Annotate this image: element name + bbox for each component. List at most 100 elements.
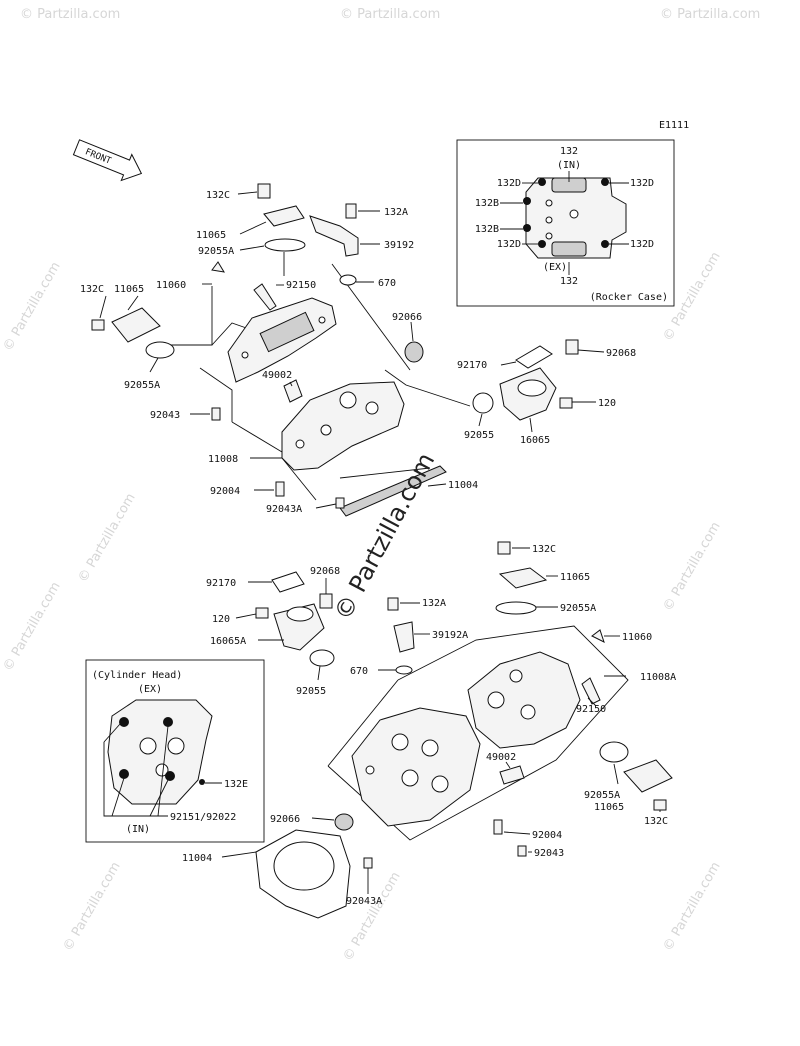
- seal-92066: [404, 341, 424, 363]
- callout-11065: 11065: [196, 230, 226, 241]
- callout-92004: 92004: [210, 486, 240, 497]
- cylinder-head-inset: (Cylinder Head) (EX) 132E 92151/92022 (I…: [85, 659, 265, 843]
- watermark: © Partzilla.com: [0, 580, 63, 674]
- callout-11060: 11060: [156, 280, 186, 291]
- lower-assembly: 132C 11065 92068 92170 132A 92055A 120 3…: [182, 541, 676, 919]
- callout-132e: 132E: [224, 779, 248, 790]
- callout-92150: 92150: [286, 280, 316, 291]
- clamp-92170: [271, 571, 305, 593]
- callout-11004: 11004: [182, 853, 212, 864]
- callout-92043a: 92043A: [346, 896, 382, 907]
- callout-132d: 132D: [630, 239, 654, 250]
- callout-11008: 11008: [208, 454, 238, 465]
- clamp-92170: [515, 345, 553, 369]
- callout-92170: 92170: [457, 360, 487, 371]
- callout-16065a: 16065A: [210, 636, 246, 647]
- rocker-in-label: (IN): [557, 160, 581, 171]
- watermark: © Partzilla.com: [60, 860, 123, 954]
- watermark: © Partzilla.com: [660, 250, 723, 344]
- callout-132a: 132A: [422, 598, 446, 609]
- callout-92066: 92066: [392, 312, 422, 323]
- sensor-49002: [283, 379, 303, 403]
- callout-92004: 92004: [532, 830, 562, 841]
- callout-670: 670: [378, 278, 396, 289]
- callout-49002: 49002: [486, 752, 516, 763]
- callout-132c: 132C: [80, 284, 104, 295]
- callout-132d: 132D: [497, 239, 521, 250]
- callout-132d: 132D: [630, 178, 654, 189]
- bolt-132c-side: [91, 319, 105, 331]
- watermark: © Partzilla.com: [20, 7, 120, 22]
- cap-11065-side: [111, 307, 161, 343]
- cap-92068: [565, 339, 579, 355]
- oring-92055a: [495, 601, 537, 615]
- watermark: © Partzilla.com: [660, 7, 760, 22]
- watermark: © Partzilla.com: [340, 870, 403, 964]
- rocker-case-inset: 132 (IN) 132D 132D 132B 132B 132D 132D (…: [456, 139, 675, 307]
- seal-92066: [334, 813, 354, 831]
- callout-132d: 132D: [497, 178, 521, 189]
- dowel-92043: [517, 845, 527, 857]
- callout-11065: 11065: [594, 802, 624, 813]
- cylinder-head-title: (Cylinder Head): [92, 670, 182, 681]
- cap-11065: [623, 759, 673, 793]
- cap-11065: [498, 567, 548, 589]
- pipe-39192: [309, 215, 359, 257]
- oring-92055a-side: [145, 341, 175, 359]
- watermark: © Partzilla.com: [75, 491, 138, 585]
- callout-92055a: 92055A: [198, 246, 234, 257]
- callout-16065: 16065: [520, 435, 550, 446]
- watermark: © Partzilla.com: [660, 860, 723, 954]
- bolt-92150: [581, 677, 601, 705]
- callout-120: 120: [598, 398, 616, 409]
- callout-92055a: 92055A: [584, 790, 620, 801]
- cap-92068: [319, 593, 333, 609]
- upper-assembly: 132C 11065 92055A 11060 92150 132A 39192…: [80, 183, 636, 517]
- callout-132-bottom: 132: [560, 276, 578, 287]
- dowel-92043: [211, 407, 221, 421]
- bolt-132c: [497, 541, 511, 555]
- bolt-92150: [253, 283, 277, 311]
- oring-670: [395, 665, 413, 675]
- diagram-code: E1111: [659, 120, 689, 131]
- callout-39192a: 39192A: [432, 630, 468, 641]
- callout-132-top: 132: [560, 146, 578, 157]
- stud-92004: [493, 819, 503, 835]
- callout-11004: 11004: [448, 480, 478, 491]
- watermark: © Partzilla.com: [340, 7, 440, 22]
- rocker-ex-label: (EX): [543, 262, 567, 273]
- sensor-49002: [499, 765, 525, 785]
- callout-132b: 132B: [475, 224, 499, 235]
- callout-92068: 92068: [310, 566, 340, 577]
- bolt-132c: [653, 799, 667, 811]
- bolt-120: [559, 397, 573, 409]
- pin-11060: [591, 629, 605, 643]
- watermark: © Partzilla.com: [660, 520, 723, 614]
- callout-49002: 49002: [262, 370, 292, 381]
- callout-132c: 132C: [644, 816, 668, 827]
- callout-11065: 11065: [114, 284, 144, 295]
- callout-92151-92022: 92151/92022: [170, 812, 236, 823]
- stud-92004: [275, 481, 285, 497]
- dowel-92043a: [335, 497, 345, 509]
- callout-92170: 92170: [206, 578, 236, 589]
- callout-92055: 92055: [464, 430, 494, 441]
- callout-92055a: 92055A: [560, 603, 596, 614]
- callout-92055: 92055: [296, 686, 326, 697]
- pipe-39192a: [393, 621, 415, 653]
- watermark: © Partzilla.com: [0, 260, 63, 354]
- callout-39192: 39192: [384, 240, 414, 251]
- dowel-92043a: [363, 857, 373, 869]
- cap-11065: [263, 205, 305, 227]
- callout-670: 670: [350, 666, 368, 677]
- oring-92055a: [599, 741, 629, 763]
- callout-11008a: 11008A: [640, 672, 676, 683]
- oring-92055: [472, 392, 494, 414]
- pin-11060: [211, 261, 225, 273]
- callout-92150: 92150: [576, 704, 606, 715]
- rocker-case-title: (Rocker Case): [590, 292, 668, 303]
- front-arrow: FRONT: [72, 139, 143, 182]
- callout-11065: 11065: [560, 572, 590, 583]
- callout-92068: 92068: [606, 348, 636, 359]
